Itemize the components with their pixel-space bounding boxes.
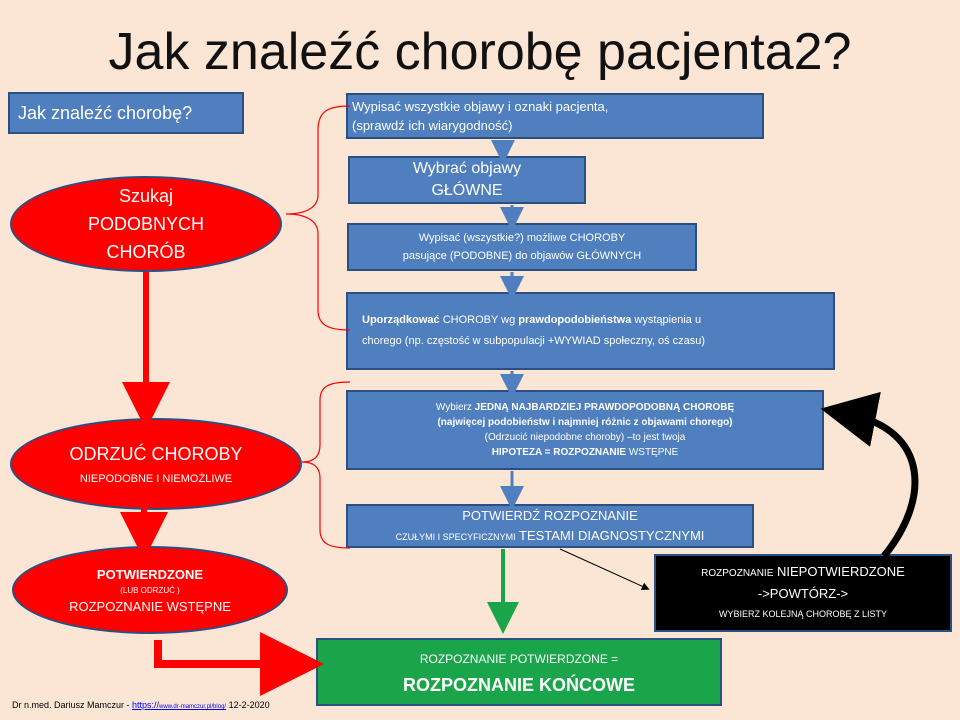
confirmed-line-3: ROZPOZNANIE WSTĘPNE (69, 598, 231, 614)
step2-line-1: Wybrać objawy (412, 160, 522, 177)
footer-link-rest: www.dr-mamczur.pl/blog/ (159, 704, 227, 710)
step-order-diseases: Uporządkować CHOROBY wg prawdopodobieńst… (346, 292, 835, 370)
footer: Dr n.med. Dariusz Mamczur - https://www.… (12, 700, 270, 710)
step1-line-1: Wypisać wszystkie objawy i oznaki pacjen… (352, 99, 609, 114)
step-confirm-diagnosis: POTWIERDŹ ROZPOZNANIE CZUŁYMI I SPECYFIC… (346, 504, 754, 548)
step6-line-1: POTWIERDŹ ROZPOZNANIE (462, 507, 638, 523)
step-choose-hypothesis: Wybierz JEDNĄ NAJBARDZIEJ PRAWDOPODOBNĄ … (346, 390, 824, 470)
step5-line-2: (najwięcej podobieństw i najmniej różnic… (437, 417, 733, 428)
confirmed-line-2: (LUB ODRZUĆ ) (120, 585, 180, 595)
search-line-2: PODOBNYCH (87, 214, 204, 234)
step5-line-3: (Odrzucić niepodobne choroby) –to jest t… (484, 432, 686, 443)
step4-bold-1: Uporządkować (362, 314, 440, 326)
notconf-line-3: WYBIERZ KOLEJNĄ CHOROBĘ Z LISTY (718, 609, 888, 619)
step1-line-2: (sprawdź ich wiarygodność) (352, 118, 513, 133)
reject-line-2: NIEPODOBNE I NIEMOŻLIWE (79, 472, 233, 485)
bracket-reject (301, 381, 351, 549)
notconf-line-2: ->POWTÓRZ-> (757, 586, 849, 601)
confirmed-ellipse: POTWIERDZONE (LUB ODRZUĆ ) ROZPOZNANIE W… (12, 546, 288, 634)
final-diagnosis-box: ROZPOZNANIE POTWIERDZONE = ROZPOZNANIE K… (316, 638, 722, 706)
step4-bold-2: prawdopodobieństwa (518, 314, 632, 326)
step-list-diseases: Wypisać (wszystkie?) możliwe CHOROBY pas… (347, 223, 697, 271)
step5-line-1: Wybierz JEDNĄ NAJBARDZIEJ PRAWDOPODOBNĄ … (436, 400, 734, 415)
step5-bold-4: HIPOTEZA = ROZPOZNANIE (491, 447, 627, 458)
notconf-line-1: ROZPOZNANIE NIEPOTWIERDZONE (701, 562, 905, 584)
search-similar-ellipse: Szukaj PODOBNYCH CHORÓB (10, 176, 282, 272)
step4-rest-1: CHOROBY wg (439, 314, 519, 326)
step3-line-2: pasujące (PODOBNE) do objawów GŁÓWNYCH (402, 250, 642, 262)
step5-rest-4: WSTĘPNE (626, 447, 679, 458)
step5-pre: Wybierz (435, 402, 475, 413)
step6-line-2: CZUŁYMI I SPECYFICZNYMI TESTAMI DIAGNOST… (396, 526, 705, 547)
step2-line-2: GŁÓWNE (431, 182, 503, 199)
footer-link-prefix: https:// (132, 700, 160, 710)
confirmed-line-1: POTWIERDZONE (96, 566, 204, 582)
arrow-confirmed-final (154, 632, 324, 696)
step5-bold: JEDNĄ NAJBARDZIEJ PRAWDOPODOBNĄ CHOROBĘ (474, 402, 735, 413)
footer-author: Dr n.med. Dariusz Mamczur - (12, 700, 133, 710)
step6-small: CZUŁYMI I SPECYFICZNYMI (395, 531, 516, 542)
reject-line-1: ODRZUĆ CHOROBY (69, 443, 243, 464)
not-confirmed-box: ROZPOZNANIE NIEPOTWIERDZONE ->POWTÓRZ-> … (654, 554, 952, 632)
notconf-big: NIEPOTWIERDZONE (773, 564, 905, 579)
question-box: Jak znaleźć chorobę? (8, 92, 244, 134)
arrow-repeat-loop (820, 391, 919, 559)
search-line-1: Szukaj (118, 186, 174, 206)
step-choose-main-symptoms: Wybrać objawy GŁÓWNE (348, 156, 586, 204)
final-line-2: ROZPOZNANIE KOŃCOWE (403, 675, 635, 695)
step6-big: TESTAMI DIAGNOSTYCZNYMI (515, 527, 705, 543)
bracket-search (285, 105, 351, 331)
final-line-1: ROZPOZNANIE POTWIERDZONE = (419, 652, 619, 666)
notconf-small: ROZPOZNANIE (701, 568, 774, 579)
question-label: Jak znaleźć chorobę? (18, 102, 193, 123)
step4-line-1: Uporządkować CHOROBY wg prawdopodobieńst… (362, 310, 833, 331)
step3-line-1: Wypisać (wszystkie?) możliwe CHOROBY (418, 232, 626, 244)
step4-rest-2: wystąpienia u (631, 314, 702, 326)
footer-link[interactable]: https://www.dr-mamczur.pl/blog/ (132, 700, 227, 710)
step4-line-2: chorego (np. częstość w subpopulacji +WY… (362, 335, 706, 347)
search-line-3: CHORÓB (106, 242, 186, 262)
footer-date: 12-2-2020 (226, 700, 270, 710)
page-title: Jak znaleźć chorobę pacjenta2? (108, 23, 852, 81)
step-list-symptoms: Wypisać wszystkie objawy i oznaki pacjen… (346, 93, 764, 139)
arrow-confirm-notconfirmed (559, 548, 650, 590)
step5-line-4: HIPOTEZA = ROZPOZNANIE WSTĘPNE (492, 445, 679, 460)
reject-diseases-ellipse: ODRZUĆ CHOROBY NIEPODOBNE I NIEMOŻLIWE (10, 418, 302, 510)
